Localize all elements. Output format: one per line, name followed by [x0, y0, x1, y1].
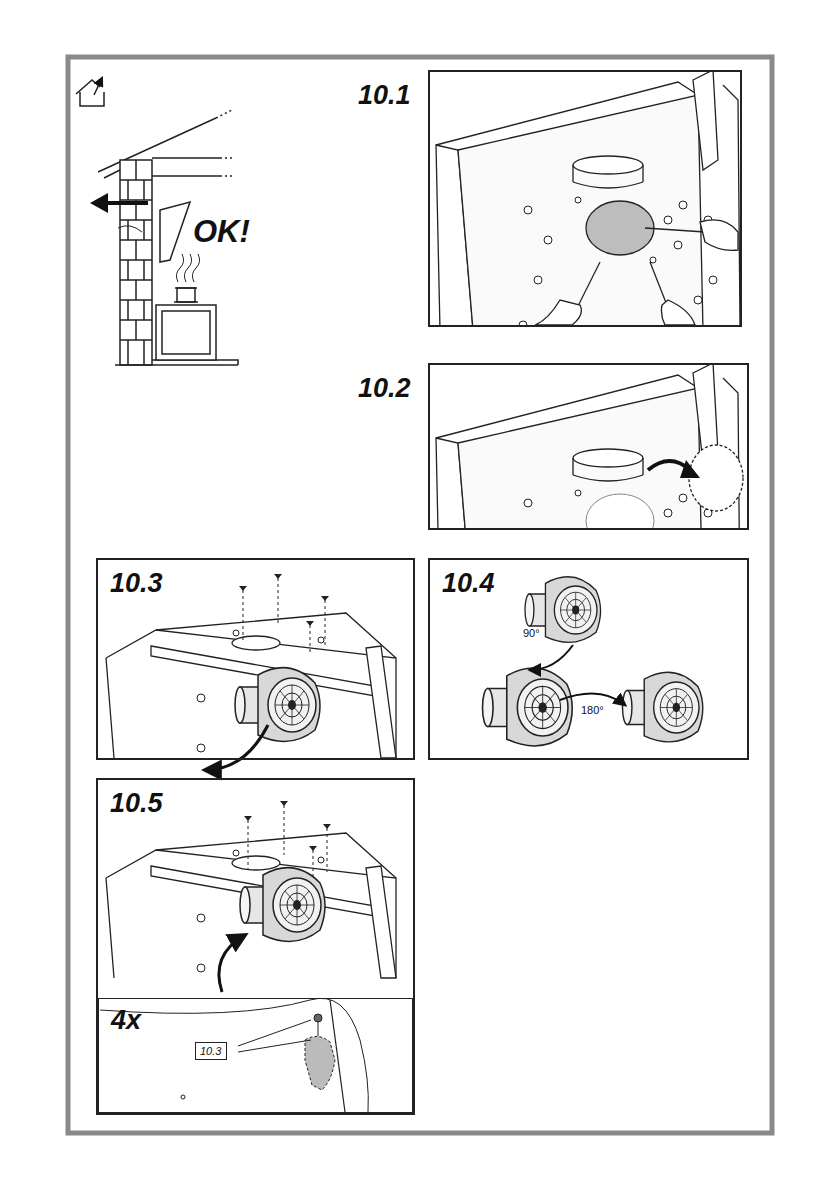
step-number: 4x: [111, 1005, 141, 1036]
step-number: 10.5: [110, 788, 163, 819]
step-panel: 10.5 4x 10.3: [96, 778, 415, 1115]
step-number: 10.1: [358, 80, 411, 111]
step-panel: 10.1: [428, 70, 742, 327]
step-number: 10.2: [358, 373, 411, 404]
step-panel: 10.2: [428, 363, 749, 530]
reference-number: 10.3: [200, 1045, 221, 1057]
angle-label: 90°: [522, 627, 541, 639]
ok-label: OK!: [192, 214, 251, 250]
step-number: 10.3: [110, 568, 163, 599]
step-panel: 10.3: [96, 558, 415, 760]
detail-inset: 4x 10.3: [98, 998, 413, 1113]
step-panel: 10.4: [428, 558, 749, 760]
angle-label: 180°: [580, 704, 605, 716]
reference-box: 10.3: [195, 1042, 227, 1060]
step-number: 10.4: [442, 568, 495, 599]
